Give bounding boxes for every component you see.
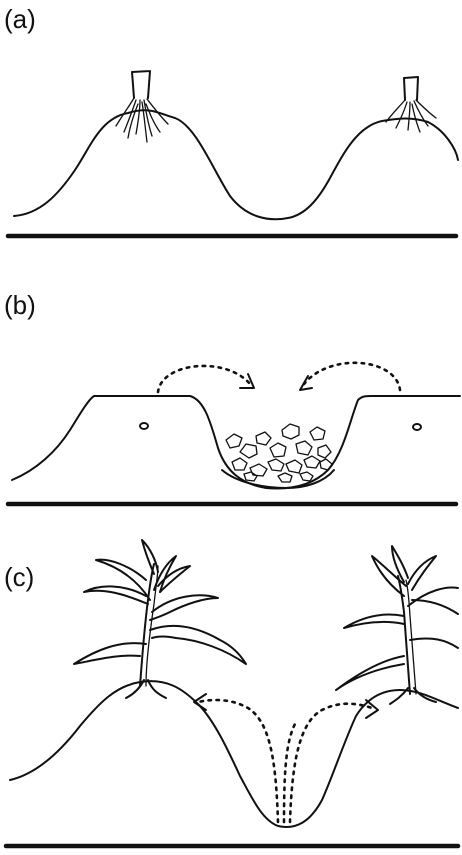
panel-a-left-stem-roots: [116, 71, 168, 142]
panel-c-drawing: [6, 540, 458, 846]
panel-c-arrow-right: [290, 704, 372, 822]
panel-c-right-maize-plant: [336, 546, 458, 704]
panel-b-crop-residue: [226, 424, 332, 482]
panel-a-right-stem-roots: [386, 77, 436, 132]
panel-a-drawing: [8, 71, 458, 236]
panel-b-arrow-left: [158, 366, 250, 392]
panel-b-arrow-right: [304, 363, 400, 390]
panel-b-seed-hole-right: [413, 424, 421, 430]
panel-b-drawing: [8, 363, 460, 504]
panel-c-arrowhead-right: [366, 700, 378, 718]
panel-a-ridge-profile: [14, 110, 458, 219]
panel-c-left-maize-plant: [74, 540, 246, 698]
panel-b-seed-hole-left: [140, 423, 148, 429]
panel-b-ridge-furrow-profile: [12, 396, 460, 488]
